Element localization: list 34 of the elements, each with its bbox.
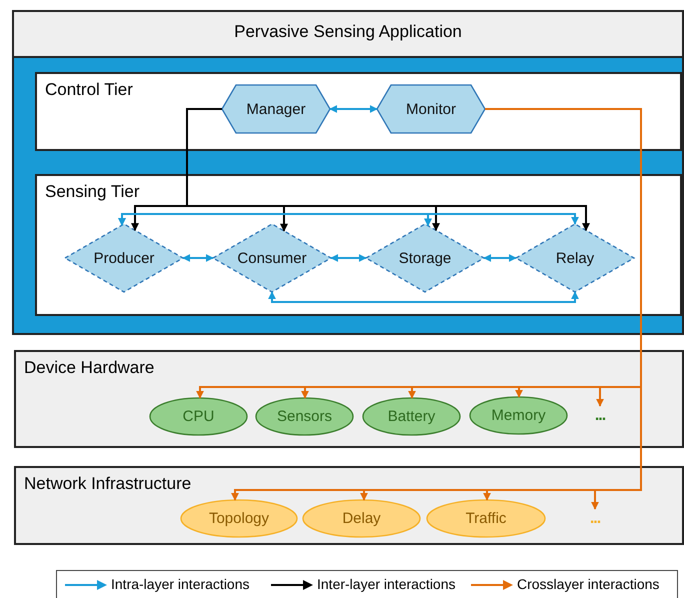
application-panel [12, 10, 684, 335]
tier-heading: Control Tier [45, 80, 133, 100]
diamond-label: Relay [556, 250, 594, 266]
ellipsis-text: ... [590, 510, 600, 528]
ellipse-label: Delay [342, 510, 381, 527]
arrow [182, 254, 214, 262]
ellipse-label: Traffic [466, 510, 506, 527]
arrow [268, 291, 579, 303]
hexagon-label: Manager [246, 100, 306, 118]
tier-heading: Network Infrastructure [24, 474, 192, 494]
layer-box [14, 350, 684, 448]
diamond-label: Consumer [237, 250, 307, 266]
ellipse-label: Battery [388, 408, 436, 425]
arrow [330, 254, 367, 262]
legend-label: Crosslayer interactions [517, 576, 660, 592]
legend-label: Inter-layer interactions [317, 576, 456, 592]
tier-box [35, 174, 682, 316]
tier-box [35, 72, 682, 151]
ellipsis-text: ... [594, 407, 606, 425]
tier-heading: Device Hardware [24, 358, 154, 378]
diamond-label: Storage [398, 250, 452, 266]
ellipse-label: Memory [491, 407, 546, 424]
ellipse-label: Topology [208, 510, 270, 527]
diamond-label: Producer [94, 250, 154, 266]
arrow [329, 105, 378, 113]
hexagon-label: Monitor [406, 100, 456, 118]
arrow [483, 254, 517, 262]
tier-heading: Sensing Tier [45, 182, 140, 202]
panel-title: Pervasive Sensing Application [233, 22, 463, 42]
layer-box [14, 466, 684, 545]
arrow [118, 213, 579, 226]
ellipse-label: CPU [182, 408, 214, 425]
legend-label: Intra-layer interactions [111, 576, 250, 592]
ellipse-label: Sensors [276, 408, 332, 425]
